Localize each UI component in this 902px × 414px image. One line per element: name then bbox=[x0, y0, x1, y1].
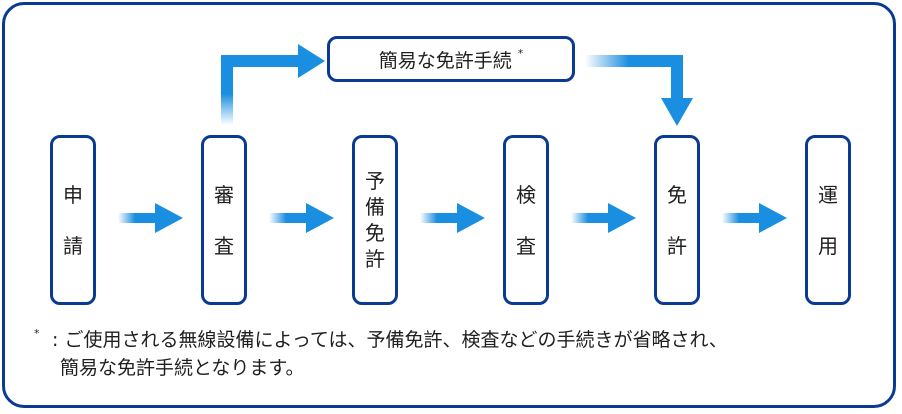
flow-arrow-4 bbox=[571, 203, 636, 233]
simple-procedure-box: 簡易な免許手続 * bbox=[327, 36, 575, 82]
bypass-arrow-down bbox=[585, 55, 693, 126]
step-unyou: 運 用 bbox=[805, 135, 851, 305]
step-yobi-menkyo: 予 備 免 許 bbox=[352, 135, 398, 305]
step-menkyo: 免 許 bbox=[654, 135, 700, 305]
footnote-mark: * bbox=[34, 327, 40, 340]
simple-procedure-mark: * bbox=[517, 46, 524, 60]
diagram-frame bbox=[2, 2, 896, 408]
step-char: 免 bbox=[667, 182, 687, 207]
flow-arrow-3 bbox=[420, 203, 485, 233]
step-char: 許 bbox=[365, 247, 385, 271]
step-char: 用 bbox=[818, 233, 838, 258]
footnote-line-1: : ご使用される無線設備によっては、予備免許、検査などの手続きが省略され、 bbox=[52, 329, 728, 351]
flow-arrow-2 bbox=[269, 203, 334, 233]
step-char: 査 bbox=[516, 233, 536, 258]
footnote: * : ご使用される無線設備によっては、予備免許、検査などの手続きが省略され、 … bbox=[34, 326, 728, 382]
simple-procedure-label: 簡易な免許手続 bbox=[378, 49, 512, 72]
step-shinsa: 審 査 bbox=[201, 135, 247, 305]
step-shinsei: 申 請 bbox=[50, 135, 96, 305]
bypass-arrow-up bbox=[221, 44, 325, 125]
flow-arrow-1 bbox=[118, 203, 183, 233]
step-char: 運 bbox=[818, 182, 838, 207]
step-char: 請 bbox=[63, 233, 83, 258]
step-char: 免 bbox=[365, 221, 385, 245]
step-kensa: 検 査 bbox=[503, 135, 549, 305]
step-char: 申 bbox=[63, 182, 83, 207]
step-char: 査 bbox=[214, 233, 234, 258]
flow-arrow-5 bbox=[722, 203, 787, 233]
step-char: 許 bbox=[667, 233, 687, 258]
step-char: 予 bbox=[365, 169, 385, 193]
step-char: 備 bbox=[365, 195, 385, 219]
step-char: 審 bbox=[214, 182, 234, 207]
step-char: 検 bbox=[516, 182, 536, 207]
footnote-line-2: 簡易な免許手続となります。 bbox=[60, 357, 305, 379]
